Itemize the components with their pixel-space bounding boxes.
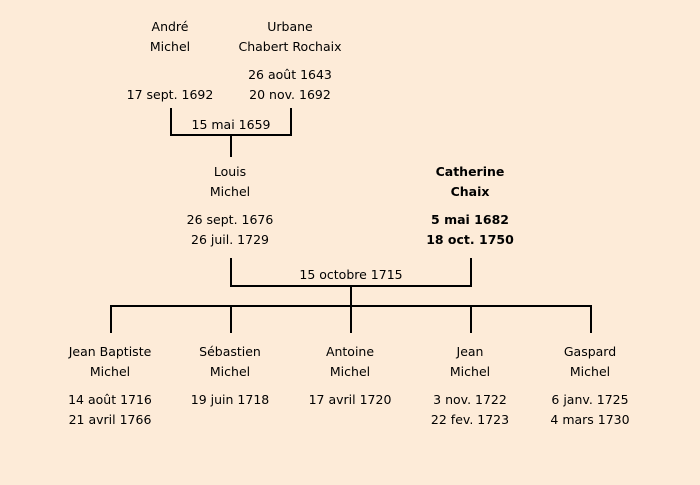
connector-line (170, 108, 172, 136)
first-name: Catherine (435, 164, 505, 179)
death-date: 17 sept. 1692 (126, 87, 214, 102)
last-name: Michel (89, 364, 131, 379)
person-jean-baptiste-michel: Jean Baptiste Michel 14 août 1716 21 avr… (30, 342, 190, 430)
death-date: 18 oct. 1750 (426, 232, 514, 247)
person-antoine-michel: Antoine Michel 17 avril 1720 (270, 342, 430, 410)
birth-date: 26 sept. 1676 (186, 212, 274, 227)
last-name: Michel (209, 364, 251, 379)
connector-line (230, 258, 232, 287)
death-date: 4 mars 1730 (550, 412, 630, 427)
connector-line (230, 305, 232, 333)
connector-line (470, 258, 472, 287)
person-urbane-chabert-rochaix: Urbane Chabert Rochaix 26 août 1643 20 n… (210, 17, 370, 105)
first-name: Sébastien (199, 344, 261, 359)
birth-date: 26 août 1643 (248, 67, 332, 82)
person-andre-michel: André Michel 17 sept. 1692 (90, 17, 250, 105)
person-jean-michel: Jean Michel 3 nov. 1722 22 fev. 1723 (390, 342, 550, 430)
descent-line (350, 285, 352, 307)
last-name: Michel (149, 39, 191, 54)
birth-date: 6 janv. 1725 (551, 392, 629, 407)
birth-date: 19 juin 1718 (190, 392, 270, 407)
last-name: Chaix (450, 184, 490, 199)
last-name: Michel (569, 364, 611, 379)
connector-line (470, 305, 472, 333)
birth-date: 14 août 1716 (68, 392, 152, 407)
first-name: Antoine (325, 344, 375, 359)
connector-line (350, 305, 352, 333)
first-name: Urbane (267, 19, 313, 34)
birth-date: 3 nov. 1722 (433, 392, 507, 407)
first-name: André (151, 19, 189, 34)
first-name: Jean Baptiste (68, 344, 152, 359)
last-name: Michel (449, 364, 491, 379)
last-name: Michel (209, 184, 251, 199)
death-date: 20 nov. 1692 (249, 87, 331, 102)
first-name: Jean (456, 344, 484, 359)
death-date: 26 juil. 1729 (191, 232, 269, 247)
first-name: Gaspard (563, 344, 617, 359)
birth-date: 17 avril 1720 (308, 392, 392, 407)
last-name: Chabert Rochaix (238, 39, 342, 54)
birth-date: 5 mai 1682 (431, 212, 509, 227)
last-name: Michel (329, 364, 371, 379)
death-date: 22 fev. 1723 (430, 412, 510, 427)
person-sebastien-michel: Sébastien Michel 19 juin 1718 (150, 342, 310, 410)
first-name: Louis (213, 164, 247, 179)
death-date: 21 avril 1766 (68, 412, 152, 427)
connector-line (290, 108, 292, 136)
person-catherine-chaix: Catherine Chaix 5 mai 1682 18 oct. 1750 (390, 162, 550, 250)
person-louis-michel: Louis Michel 26 sept. 1676 26 juil. 1729 (150, 162, 310, 250)
descent-line (230, 134, 232, 157)
marriage-date: 15 octobre 1715 (299, 267, 403, 282)
connector-line (110, 305, 112, 333)
connector-line (590, 305, 592, 333)
marriage-date: 15 mai 1659 (191, 117, 271, 132)
person-gaspard-michel: Gaspard Michel 6 janv. 1725 4 mars 1730 (510, 342, 670, 430)
